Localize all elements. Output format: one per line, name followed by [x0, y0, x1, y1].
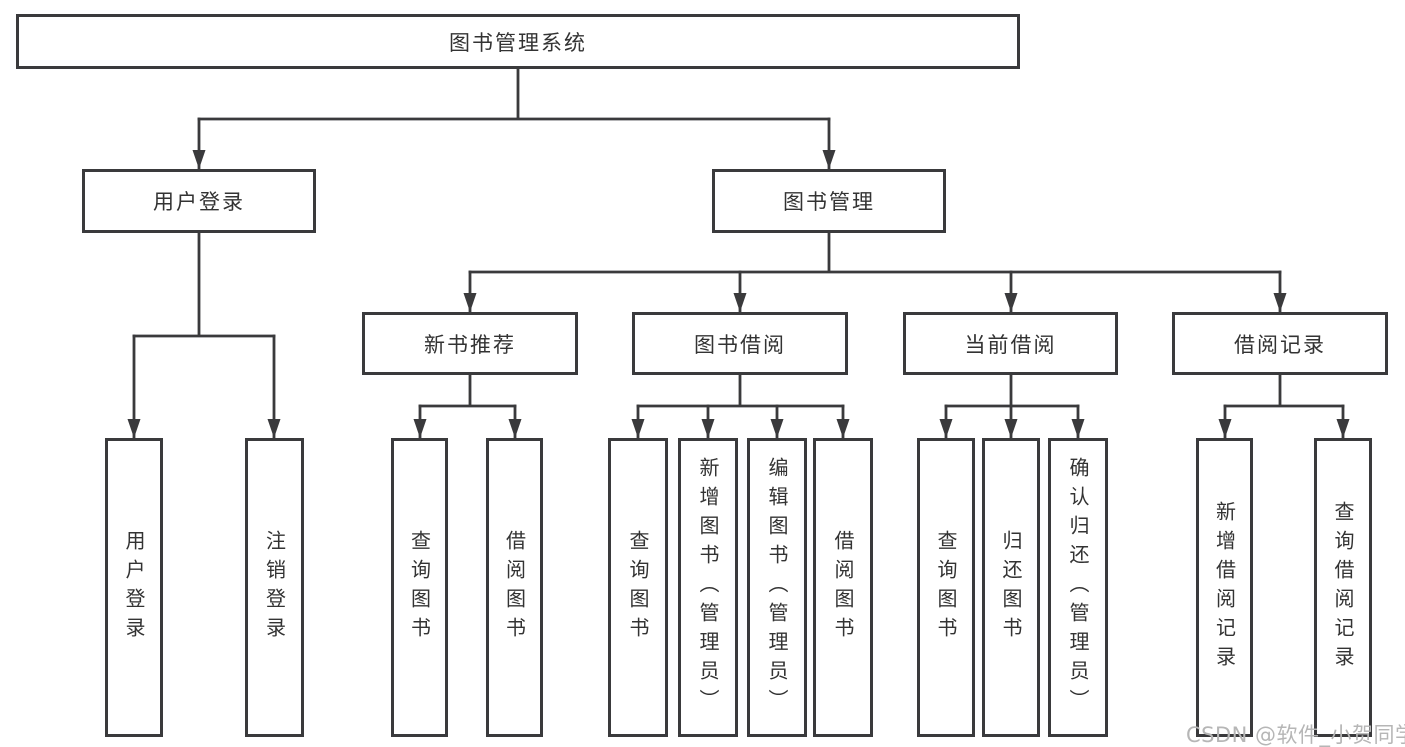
node-label: 用户登录 [153, 190, 245, 214]
node-label: 图书借阅 [694, 332, 786, 357]
node-leaf-add-books-admin: 新增图书（管理员） [678, 438, 738, 737]
node-book-borrowing: 图书借阅 [632, 312, 848, 375]
node-current-borrowing: 当前借阅 [903, 312, 1118, 375]
node-label: 图书管理系统 [449, 30, 587, 55]
node-label: 借阅图书 [831, 529, 855, 646]
node-label: 新书推荐 [424, 332, 516, 357]
node-label: 注销登录 [262, 529, 287, 646]
node-leaf-edit-books-admin: 编辑图书（管理员） [747, 438, 807, 737]
node-leaf-borrow-books: 借阅图书 [813, 438, 873, 737]
node-label: 当前借阅 [964, 332, 1057, 357]
node-label: 新增图书（管理员） [696, 457, 720, 718]
node-leaf-query-books: 查询图书 [917, 438, 975, 737]
node-label: 借阅记录 [1234, 332, 1326, 357]
node-label: 图书管理 [783, 190, 875, 214]
node-borrowing-records: 借阅记录 [1172, 312, 1388, 375]
node-label: 查询图书 [407, 529, 432, 646]
node-leaf-logout: 注销登录 [245, 438, 304, 737]
node-leaf-confirm-return-admin: 确认归还（管理员） [1048, 438, 1108, 737]
node-leaf-add-borrow-record: 新增借阅记录 [1196, 438, 1253, 737]
node-label: 查询图书 [626, 529, 650, 646]
node-leaf-query-books: 查询图书 [391, 438, 448, 737]
node-label: 查询借阅记录 [1331, 500, 1355, 675]
node-leaf-user-login: 用户登录 [105, 438, 163, 737]
node-book-management-branch: 图书管理 [712, 169, 946, 233]
node-label: 查询图书 [934, 529, 958, 646]
node-root-system: 图书管理系统 [16, 14, 1020, 69]
node-leaf-query-books: 查询图书 [608, 438, 668, 737]
node-leaf-return-books: 归还图书 [982, 438, 1040, 737]
node-leaf-query-borrow-record: 查询借阅记录 [1314, 438, 1372, 737]
node-label: 借阅图书 [502, 529, 527, 646]
node-new-book-recommendation: 新书推荐 [362, 312, 578, 375]
node-label: 确认归还（管理员） [1066, 457, 1090, 718]
watermark: CSDN @软件_小贺同学 [1186, 723, 1405, 747]
node-label: 新增借阅记录 [1212, 500, 1237, 675]
node-user-login-branch: 用户登录 [82, 169, 316, 233]
node-leaf-borrow-books: 借阅图书 [486, 438, 543, 737]
node-label: 编辑图书（管理员） [765, 457, 789, 718]
node-label: 用户登录 [122, 529, 146, 646]
node-label: 归还图书 [999, 529, 1023, 646]
